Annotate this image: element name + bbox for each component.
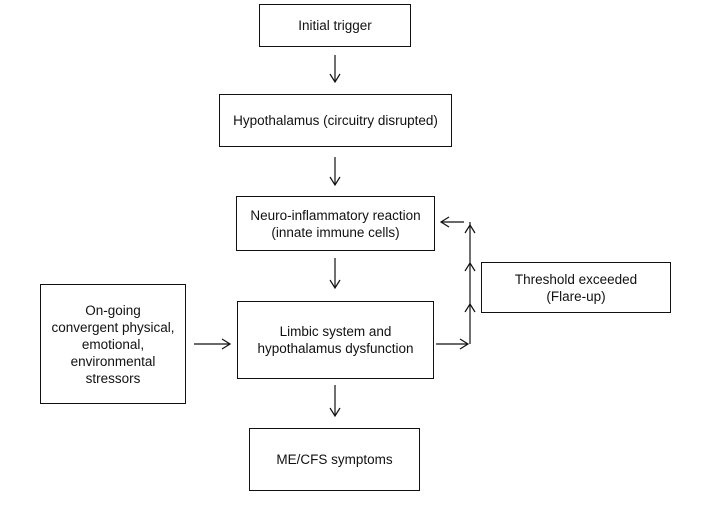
- threshold-label: Threshold exceeded (Flare-up): [514, 271, 638, 304]
- arrow-neuro-to-limbic: [329, 258, 341, 290]
- arrow-limbic-to-symptoms: [329, 385, 341, 418]
- hypothalamus-label: Hypothalamus (circuitry disrupted): [233, 113, 438, 128]
- neuro-inflammatory-label: Neuro-inflammatory reaction (innate immu…: [250, 207, 421, 240]
- arrow-hypothalamus-to-neuro: [329, 157, 341, 187]
- symptoms-box: ME/CFS symptoms: [249, 428, 420, 491]
- limbic-dysfunction-box: Limbic system and hypothalamus dysfuncti…: [237, 301, 434, 379]
- neuro-inflammatory-box: Neuro-inflammatory reaction (innate immu…: [236, 196, 435, 251]
- stressors-box: On-going convergent physical, emotional,…: [40, 284, 186, 404]
- arrow-feedback-to-neuro: [439, 216, 464, 228]
- hypothalamus-box: Hypothalamus (circuitry disrupted): [219, 94, 452, 147]
- limbic-dysfunction-label: Limbic system and hypothalamus dysfuncti…: [257, 324, 414, 356]
- initial-trigger-box: Initial trigger: [259, 4, 411, 47]
- threshold-box: Threshold exceeded (Flare-up): [481, 262, 671, 313]
- arrow-stressors-to-limbic: [194, 338, 232, 350]
- feedback-line: [464, 222, 476, 344]
- stressors-label: On-going convergent physical, emotional,…: [51, 302, 175, 386]
- arrow-limbic-to-feedback: [436, 338, 470, 350]
- initial-trigger-label: Initial trigger: [298, 18, 372, 33]
- symptoms-label: ME/CFS symptoms: [276, 452, 393, 467]
- arrow-trigger-to-hypothalamus: [329, 55, 341, 84]
